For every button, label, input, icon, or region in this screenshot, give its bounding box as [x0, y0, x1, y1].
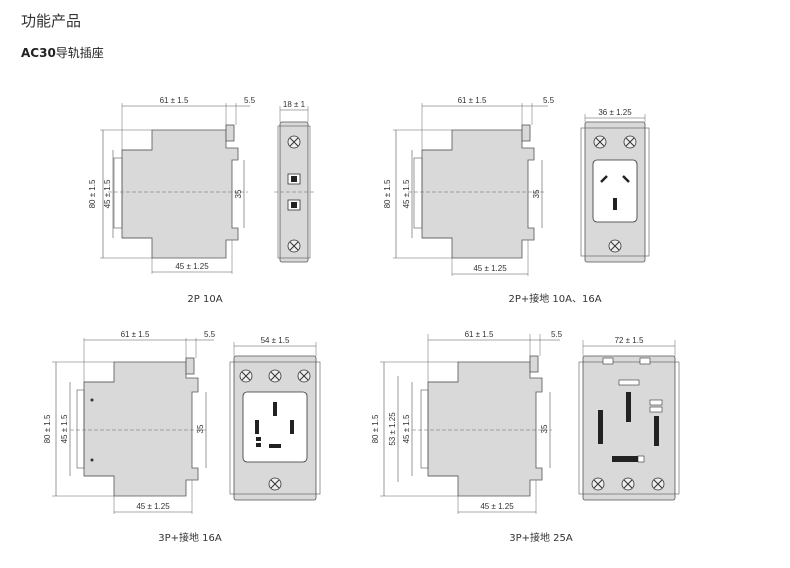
dim-base: 45 ± 1.25 — [175, 262, 209, 271]
dim-front-width: 72 ± 1.5 — [615, 336, 644, 345]
view-2p-earth: 61 ± 1.5 5.5 80 ± 1.5 45 ± 1.5 35 45 ± 1… — [383, 96, 650, 305]
dim-front-width: 18 ± 1 — [283, 100, 306, 109]
dim-depth: 61 ± 1.5 — [458, 96, 487, 105]
dim-base: 45 ± 1.25 — [136, 502, 170, 511]
view-3p-25a: 61 ± 1.5 5.5 80 ± 1.5 53 ± 1.25 45 ± 1.5… — [371, 330, 680, 544]
front-view — [578, 355, 680, 501]
dim-clip: 5.5 — [244, 96, 256, 105]
dim-rail: 35 — [540, 424, 549, 433]
dim-front-width: 36 ± 1.25 — [598, 108, 632, 117]
dim-clip: 5.5 — [543, 96, 555, 105]
dim-inner: 45 ± 1.5 — [103, 179, 112, 208]
dim-front-width: 54 ± 1.5 — [261, 336, 290, 345]
side-view — [108, 124, 248, 259]
caption-3p-16a: 3P+接地 16A — [158, 531, 222, 544]
caption-2p-10a: 2P 10A — [187, 294, 222, 305]
dim-height: 80 ± 1.5 — [43, 414, 52, 443]
caption-2p-earth: 2P+接地 10A、16A — [508, 292, 601, 305]
dim-inner: 45 ± 1.5 — [60, 414, 69, 443]
dim-inner-53: 53 ± 1.25 — [388, 412, 397, 446]
dim-height: 80 ± 1.5 — [88, 179, 97, 208]
dim-rail: 35 — [196, 424, 205, 433]
dim-base: 45 ± 1.25 — [473, 264, 507, 273]
caption-3p-25a: 3P+接地 25A — [509, 531, 573, 544]
page-title: 功能产品 — [21, 12, 82, 30]
side-view — [412, 355, 552, 497]
dim-depth: 61 ± 1.5 — [160, 96, 189, 105]
dim-clip: 5.5 — [551, 330, 563, 339]
dim-rail: 35 — [532, 189, 541, 198]
dim-base: 45 ± 1.25 — [480, 502, 514, 511]
product-subtitle: AC30导轨插座 — [21, 44, 104, 61]
product-name: 导轨插座 — [55, 46, 104, 60]
dim-clip: 5.5 — [204, 330, 216, 339]
dim-rail: 35 — [234, 189, 243, 198]
dim-inner: 45 ± 1.5 — [402, 414, 411, 443]
front-view — [274, 121, 314, 263]
dim-height: 80 ± 1.5 — [383, 179, 392, 208]
side-view — [70, 357, 208, 497]
dim-inner: 45 ± 1.5 — [402, 179, 411, 208]
view-3p-16a: 61 ± 1.5 5.5 80 ± 1.5 45 ± 1.5 35 45 ± 1… — [43, 330, 321, 544]
dim-height: 80 ± 1.5 — [371, 414, 380, 443]
side-view — [408, 124, 546, 259]
product-model: AC30 — [21, 46, 56, 60]
view-2p-10a: 61 ± 1.5 5.5 80 ± 1.5 45 ± 1.5 35 45 ± 1… — [88, 96, 314, 305]
front-view — [229, 355, 321, 501]
dim-depth: 61 ± 1.5 — [465, 330, 494, 339]
front-view — [580, 121, 650, 263]
dim-depth: 61 ± 1.5 — [121, 330, 150, 339]
